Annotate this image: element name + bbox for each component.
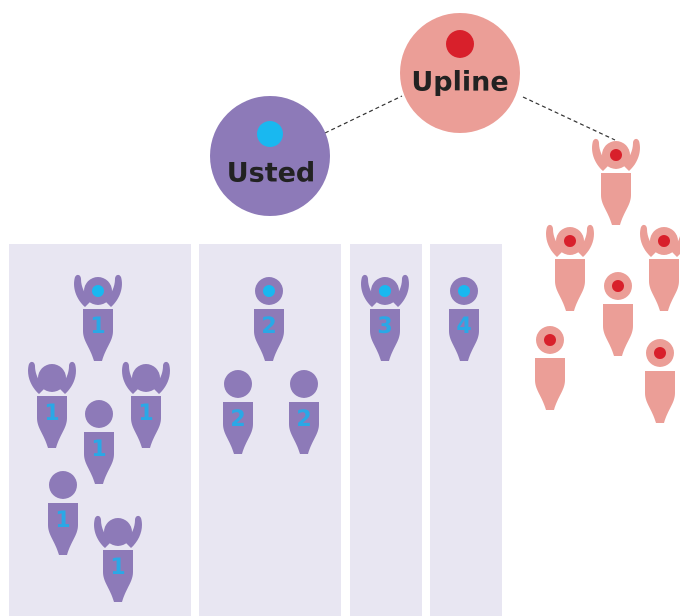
person-level-1: 1	[94, 515, 142, 602]
person-level-3: 3	[361, 274, 409, 361]
level-number: 2	[230, 407, 245, 432]
usted-label: Usted	[227, 158, 316, 189]
person-upline-downline	[645, 339, 675, 423]
connector-upline-sibling	[522, 96, 616, 141]
person-upline-downline	[603, 272, 633, 356]
person-upline-downline	[535, 326, 565, 410]
head-dot-icon	[564, 235, 576, 247]
head-dot-icon	[610, 149, 622, 161]
head-dot-icon	[458, 285, 470, 297]
column-level-4	[430, 244, 502, 616]
level-number: 4	[456, 314, 471, 339]
head-dot-icon	[612, 280, 624, 292]
column-level-1	[9, 244, 191, 616]
person-level-2: 2	[223, 370, 253, 454]
column-level-3	[350, 244, 422, 616]
level-number: 1	[110, 555, 125, 580]
person-level-4: 4	[449, 277, 479, 361]
head-dot-icon	[379, 285, 391, 297]
person-level-1: 1	[48, 471, 78, 555]
head-dot-icon	[654, 347, 666, 359]
person-upline-downline	[546, 224, 594, 311]
level-number: 3	[377, 314, 392, 339]
head-dot-icon	[544, 334, 556, 346]
person-level-1: 1	[28, 361, 76, 448]
level-number: 2	[261, 314, 276, 339]
level-number: 2	[296, 407, 311, 432]
head-dot-icon	[92, 285, 104, 297]
person-level-1: 1	[122, 361, 170, 448]
person-level-2: 2	[254, 277, 284, 361]
level-number: 1	[44, 401, 59, 426]
usted-dot-icon	[257, 121, 283, 147]
level-number: 1	[90, 314, 105, 339]
level-number: 1	[91, 437, 106, 462]
upline-dot-icon	[446, 30, 474, 58]
head-dot-icon	[263, 285, 275, 297]
person-upline-downline	[640, 224, 680, 311]
level-number: 1	[138, 401, 153, 426]
person-level-1: 1	[84, 400, 114, 484]
connector-upline-usted	[324, 95, 403, 134]
person-upline-downline	[592, 138, 640, 225]
head-dot-icon	[658, 235, 670, 247]
upline-label: Upline	[411, 67, 508, 98]
level-number: 1	[55, 508, 70, 533]
upline-node: Upline	[400, 13, 520, 133]
usted-node: Usted	[210, 96, 330, 216]
person-level-2: 2	[289, 370, 319, 454]
person-level-1: 1	[74, 274, 122, 361]
